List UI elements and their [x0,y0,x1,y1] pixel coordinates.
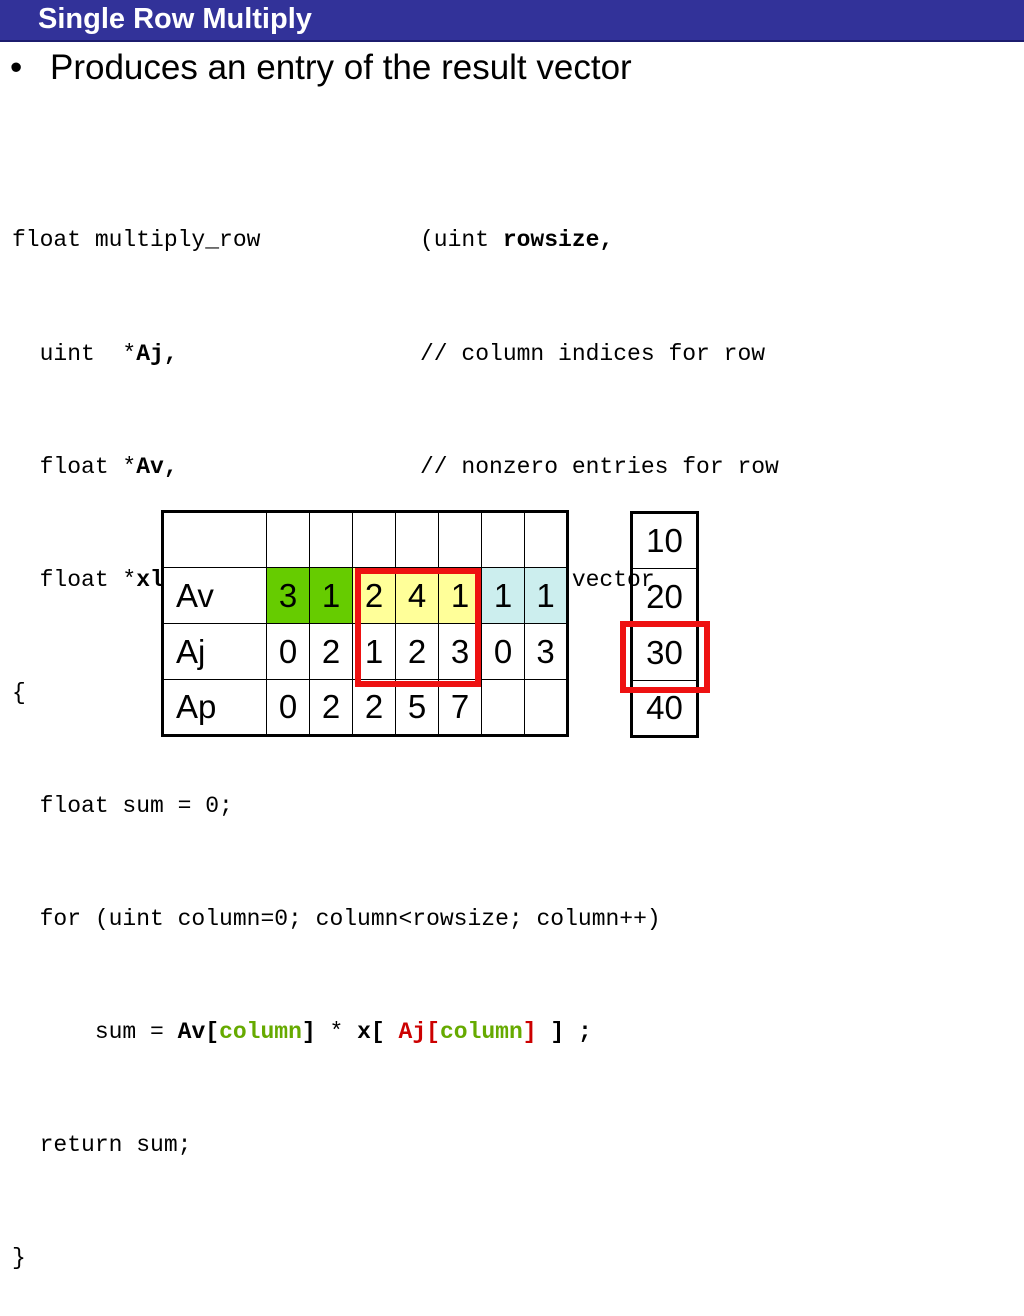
table-cell [438,511,482,568]
code-line-6: float sum = 0; [12,792,233,819]
slide-title: Single Row Multiply [38,3,312,35]
vector-highlight-box [620,621,710,693]
table-cell: 0 [481,623,525,680]
code-line-7: for (uint column=0; column<rowsize; colu… [12,905,661,932]
table-cell: 1 [524,567,568,624]
table-cell: 2 [352,679,396,736]
vector-row: 30 [631,624,698,681]
table-cell [481,679,525,736]
vector-cell: 20 [631,568,698,625]
row-label: Aj [162,623,267,680]
table-cell [524,679,568,736]
code-line-1: float multiply_row(uint rowsize, [12,227,614,254]
table-cell: 5 [395,679,439,736]
table-header-row [162,511,568,568]
row-label: Av [162,567,267,624]
table-cell [266,511,310,568]
bullet-dot-icon: • [10,48,23,87]
table-cell: 0 [266,679,310,736]
table-row-av: Av 3 1 2 4 1 1 1 [162,567,568,624]
table-cell: 1 [309,567,353,624]
table-cell: 3 [438,623,482,680]
code-line-3: float *Av,// nonzero entries for row [12,453,779,480]
table-cell [309,511,353,568]
table-cell [481,511,525,568]
vector-row: 10 [631,512,698,569]
table-cell: 3 [524,623,568,680]
table-cell: 1 [481,567,525,624]
code-line-10: } [12,1245,26,1272]
row-highlight-box [355,568,481,687]
table-cell: 4 [395,567,439,624]
table-cell [524,511,568,568]
bullet-point: • Produces an entry of the result vector [10,48,632,88]
table-row-ap: Ap 0 2 2 5 7 [162,679,568,736]
code-line-9: return sum; [12,1132,192,1159]
title-bar: Single Row Multiply [0,0,1024,42]
code-line-5: { [12,679,26,706]
row-label: Ap [162,679,267,736]
code-line-2: uint *Aj,// column indices for row [12,340,766,367]
bullet-text: Produces an entry of the result vector [50,48,632,87]
table-cell: 7 [438,679,482,736]
table-cell: 3 [266,567,310,624]
vector-cell: 10 [631,512,698,569]
table-cell [162,511,267,568]
table-cell: 0 [266,623,310,680]
table-cell: 1 [438,567,482,624]
table-cell [395,511,439,568]
vector-cell: 30 [631,624,698,681]
vector-row: 20 [631,568,698,625]
sparse-matrix-table: Av 3 1 2 4 1 1 1 Aj 0 2 1 2 3 0 3 Ap 0 2… [161,510,569,737]
table-cell: 2 [309,623,353,680]
code-line-8: sum = Av[column] * x[ Aj[column] ] ; [12,1019,592,1046]
table-cell: 2 [309,679,353,736]
table-cell [352,511,396,568]
